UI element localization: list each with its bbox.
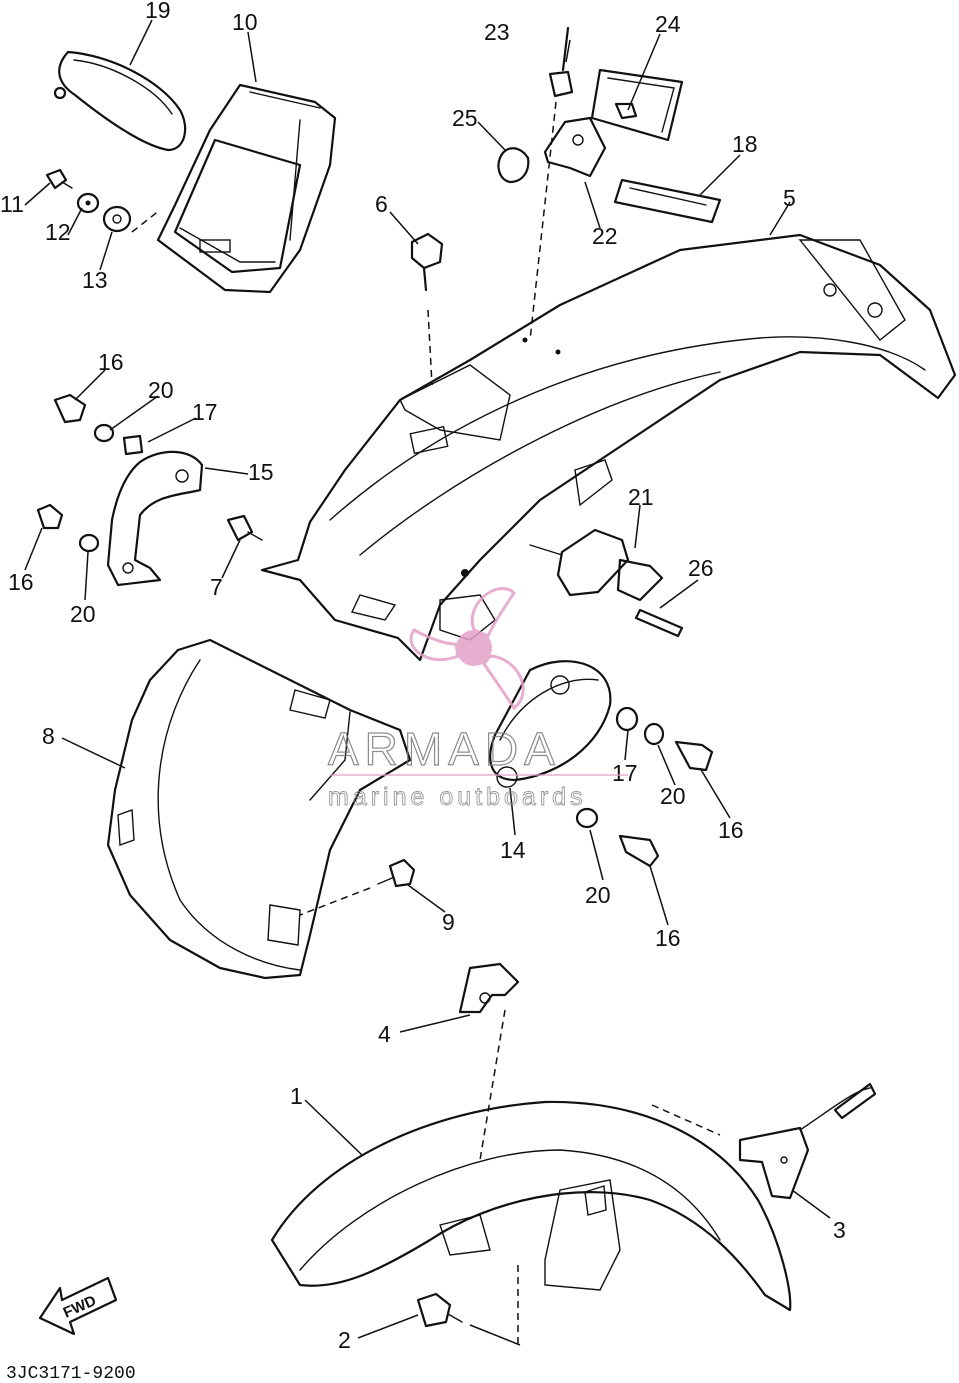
part-6-bolt <box>410 232 444 386</box>
callout-5: 5 <box>783 185 796 211</box>
callout-22: 26 <box>688 555 714 581</box>
callout-6: 6 <box>375 191 388 217</box>
callout-9: 9 <box>442 909 455 935</box>
callout-17-b: 17 <box>612 760 638 786</box>
callout-10: 10 <box>232 9 258 35</box>
callout-2: 2 <box>338 1327 351 1353</box>
callout-16-b: 16 <box>8 569 34 595</box>
callout-1: 1 <box>290 1083 303 1109</box>
part-5-rear-fender <box>260 233 957 662</box>
callout-13: 13 <box>82 267 108 293</box>
callout-8: 8 <box>42 723 55 749</box>
callout-12: 12 <box>45 219 71 245</box>
callout-20-c: 20 <box>660 783 686 809</box>
callout-26: 25 <box>452 105 478 131</box>
watermark-tagline: marine outboards <box>328 783 587 811</box>
part-9-bolt <box>299 858 416 916</box>
callout-3: 3 <box>833 1217 846 1243</box>
part-14-lamp <box>489 660 714 868</box>
callout-16-c: 16 <box>718 817 744 843</box>
parts-21-22 <box>529 528 684 638</box>
part-2-bolt <box>416 1265 521 1346</box>
parts-11-12-13 <box>45 168 161 233</box>
callout-15: 15 <box>248 459 274 485</box>
callout-numbers: 19 10 11 12 13 23 24 25 18 5 22 6 16 20 … <box>0 0 846 1353</box>
callout-4: 4 <box>378 1021 391 1047</box>
part-3-bracket <box>738 1082 877 1200</box>
callout-16-d: 16 <box>655 925 681 951</box>
callout-20-a: 20 <box>148 377 174 403</box>
callout-7: 7 <box>210 574 223 600</box>
watermark-brand: ARMADA <box>328 723 561 775</box>
callout-20-b: 20 <box>70 601 96 627</box>
callout-18: 18 <box>732 131 758 157</box>
watermark: ARMADA marine outboards <box>327 587 628 811</box>
propeller-logo-icon <box>409 587 525 711</box>
leader-lines <box>24 19 831 1339</box>
callout-25: 24 <box>655 11 681 37</box>
part-15-bracket <box>36 393 263 587</box>
callout-16-a: 16 <box>98 349 124 375</box>
callout-20-d: 20 <box>585 882 611 908</box>
callout-21: 21 <box>628 484 654 510</box>
callout-11: 11 <box>0 191 24 217</box>
part-10-housing <box>156 83 337 294</box>
drawing-code: 3JC3171-9200 <box>6 1364 136 1383</box>
parts-23-26 <box>497 26 722 341</box>
part-8-inner-fender <box>106 638 412 980</box>
callout-17-a: 17 <box>192 399 218 425</box>
part-4-clamp <box>458 962 520 1161</box>
callout-24: 23 <box>484 19 510 45</box>
callout-23: 22 <box>592 223 618 249</box>
callout-14: 14 <box>500 837 526 863</box>
callout-19: 19 <box>145 0 171 23</box>
part-1-front-fender <box>270 1100 792 1312</box>
part-19-seal <box>53 50 187 152</box>
forward-arrow-icon: FWD <box>38 1276 118 1336</box>
